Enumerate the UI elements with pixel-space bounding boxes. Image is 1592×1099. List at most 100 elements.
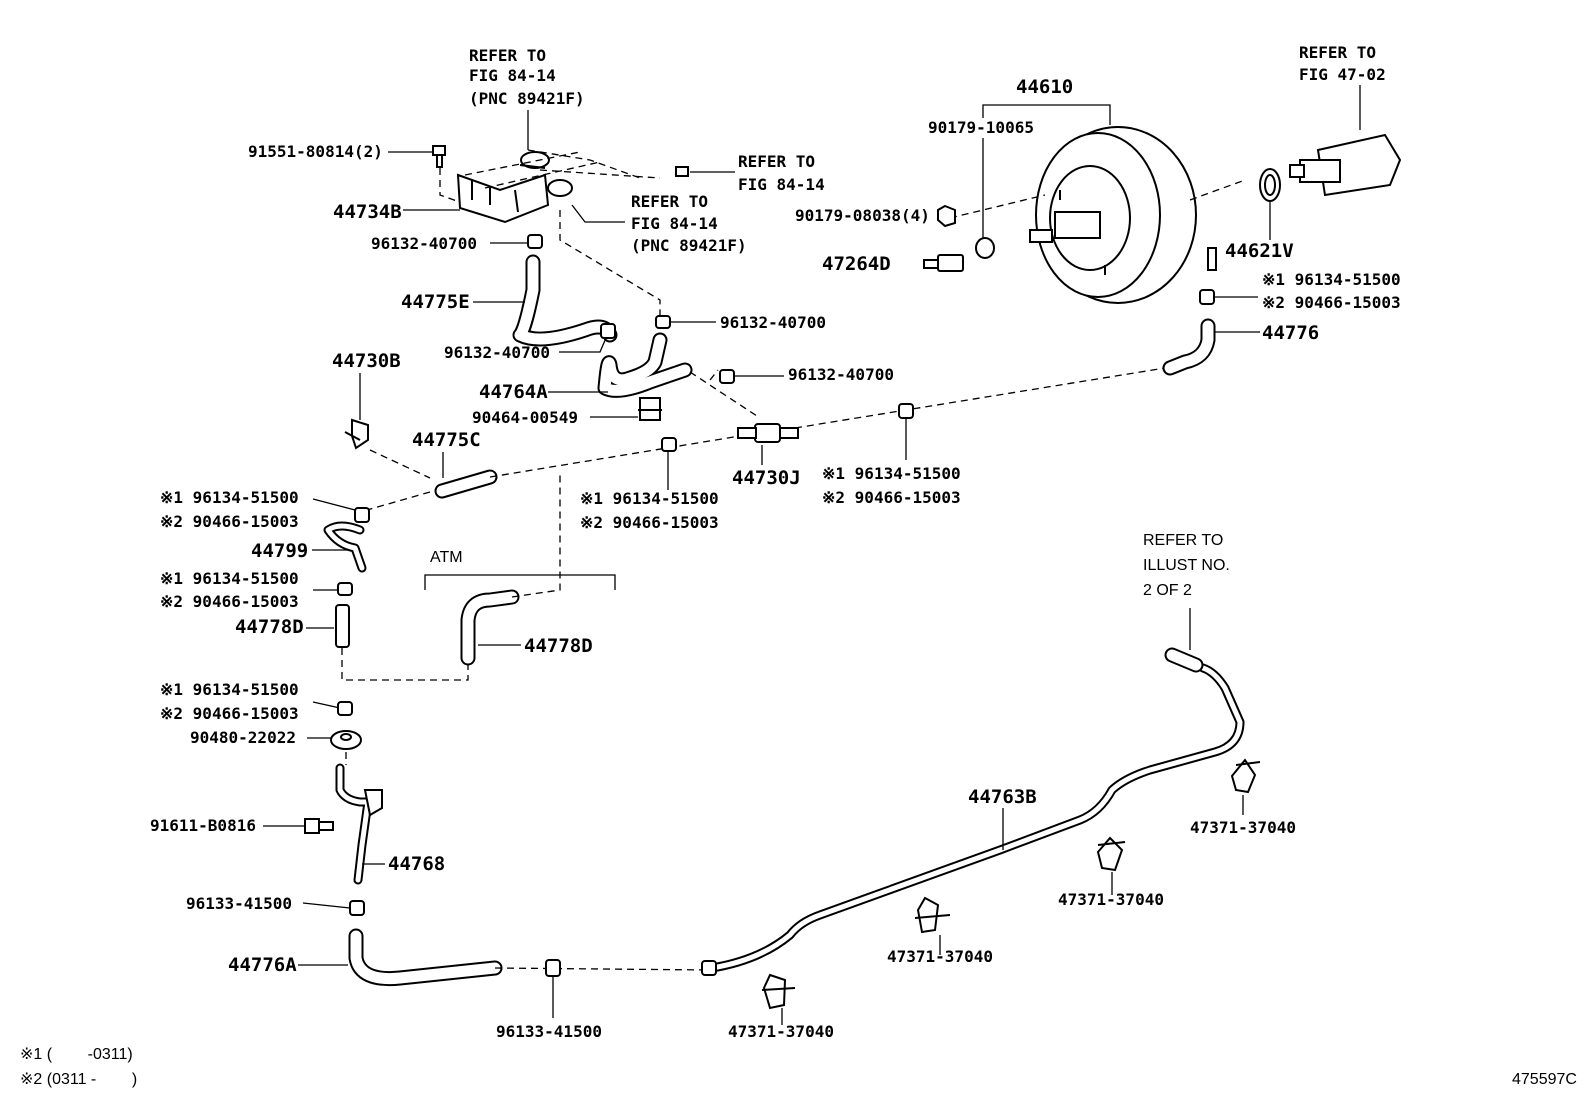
part-label-47371-d: 47371-37040 — [728, 1022, 834, 1041]
part-label-90464: 90464-00549 — [472, 408, 578, 427]
part-label-44610: 44610 — [1016, 76, 1073, 98]
part-label-44730B: 44730B — [332, 350, 401, 372]
illustration-id: 475597C — [1512, 1071, 1577, 1088]
clip-47371-a-icon — [1230, 758, 1261, 794]
refer-fig84-14-right: REFER TO FIG 84-14 — [738, 152, 825, 194]
part-label-91551: 91551-80814(2) — [248, 142, 383, 161]
variant-note-1: ※1 96134-51500 ※2 90466-15003 — [1262, 270, 1401, 312]
clip-44730B-drawing — [344, 418, 369, 450]
refer-fig84-14-top: REFER TO FIG 84-14 (PNC 89421F) — [469, 46, 585, 108]
part-label-96132-a: 96132-40700 — [371, 234, 477, 253]
svg-text:※2 90466-15003: ※2 90466-15003 — [580, 513, 719, 532]
part-label-90179-08038: 90179-08038(4) — [795, 206, 930, 225]
svg-text:(PNC 89421F): (PNC 89421F) — [631, 236, 747, 255]
part-label-44778D-left: 44778D — [235, 616, 304, 638]
svg-text:(PNC 89421F): (PNC 89421F) — [469, 89, 585, 108]
hose-44776A-drawing — [348, 928, 503, 987]
svg-text:ILLUST NO.: ILLUST NO. — [1143, 557, 1230, 574]
hose-44764A-drawing — [597, 332, 693, 398]
part-label-90179-10065: 90179-10065 — [928, 118, 1034, 137]
part-label-44799: 44799 — [251, 540, 308, 562]
svg-text:※2 90466-15003: ※2 90466-15003 — [160, 592, 299, 611]
clamp-icon — [545, 959, 561, 977]
part-label-96132-b: 96132-40700 — [720, 313, 826, 332]
svg-text:※1 96134-51500: ※1 96134-51500 — [160, 680, 299, 699]
pipe-44768-drawing — [335, 763, 383, 885]
part-label-44775E: 44775E — [401, 291, 470, 313]
variant-note-3: ※1 96134-51500 ※2 90466-15003 — [580, 489, 719, 532]
part-label-44775C: 44775C — [412, 429, 481, 451]
svg-text:※1 96134-51500: ※1 96134-51500 — [822, 464, 961, 483]
bolt-icon — [304, 818, 334, 834]
nut-icon — [937, 204, 956, 228]
washer-icon — [975, 237, 995, 259]
part-label-47371-a: 47371-37040 — [1190, 818, 1296, 837]
svg-text:※1 96134-51500: ※1 96134-51500 — [1262, 270, 1401, 289]
clamp-icon — [349, 900, 365, 916]
hose-44776-drawing — [1162, 318, 1216, 376]
part-label-44621V: 44621V — [1225, 240, 1294, 262]
bracket-44734B-drawing — [456, 151, 573, 224]
part-label-96133-bottom: 96133-41500 — [496, 1022, 602, 1041]
clamp-icon — [600, 323, 616, 339]
svg-text:2 OF 2: 2 OF 2 — [1143, 582, 1192, 599]
svg-text:REFER TO: REFER TO — [1143, 532, 1223, 549]
part-label-47264D: 47264D — [822, 253, 891, 275]
svg-text:FIG 47-02: FIG 47-02 — [1299, 65, 1386, 84]
brake-booster-drawing — [1029, 126, 1217, 304]
part-label-47371-b: 47371-37040 — [1058, 890, 1164, 909]
hose-44778D-left-drawing — [335, 604, 350, 648]
seal-44621V-icon — [1259, 168, 1281, 202]
part-label-47371-c: 47371-37040 — [887, 947, 993, 966]
clip-47371-d-icon — [761, 973, 796, 1010]
part-label-44730J: 44730J — [732, 467, 801, 489]
clamp-icon — [337, 582, 353, 596]
clip-90464-drawing — [638, 397, 662, 421]
part-label-96132-d: 96132-40700 — [788, 365, 894, 384]
clevis-47264D-drawing — [923, 254, 964, 272]
atm-label: ATM — [430, 549, 463, 566]
svg-text:※2 90466-15003: ※2 90466-15003 — [160, 704, 299, 723]
svg-text:※1 ( -0311): ※1 ( -0311) — [20, 1046, 133, 1063]
svg-text:REFER TO: REFER TO — [1299, 43, 1376, 62]
part-label-44763B: 44763B — [968, 786, 1037, 808]
svg-text:※1 96134-51500: ※1 96134-51500 — [160, 488, 299, 507]
part-label-96133-left: 96133-41500 — [186, 894, 292, 913]
pipe-44763B-drawing — [701, 663, 1245, 976]
bolt-icon — [675, 166, 689, 177]
svg-text:REFER TO: REFER TO — [738, 152, 815, 171]
hose-end-drawing — [1164, 647, 1204, 673]
hose-44775C-drawing — [434, 469, 498, 499]
variant-note-6: ※1 96134-51500 ※2 90466-15003 — [160, 680, 299, 723]
svg-text:※2 90466-15003: ※2 90466-15003 — [822, 488, 961, 507]
part-label-91611: 91611-B0816 — [150, 816, 256, 835]
part-label-44734B: 44734B — [333, 201, 402, 223]
svg-text:FIG 84-14: FIG 84-14 — [469, 66, 556, 85]
hose-44799-drawing — [323, 521, 367, 573]
clamp-icon — [655, 315, 671, 329]
svg-text:※2 90466-15003: ※2 90466-15003 — [1262, 293, 1401, 312]
clip-47371-b-icon — [1096, 836, 1126, 872]
part-label-44764A: 44764A — [479, 381, 548, 403]
part-label-44778D-atm: 44778D — [524, 635, 593, 657]
variant-note-2: ※1 96134-51500 ※2 90466-15003 — [160, 488, 299, 531]
refer-fig84-14-mid: REFER TO FIG 84-14 (PNC 89421F) — [631, 192, 747, 255]
hose-44778D-atm-drawing — [460, 589, 520, 666]
hose-44775E-drawing — [512, 254, 618, 347]
clamp-icon — [661, 437, 677, 452]
svg-text:※1 96134-51500: ※1 96134-51500 — [160, 569, 299, 588]
svg-text:※2 90466-15003: ※2 90466-15003 — [160, 512, 299, 531]
refer-fig47-02: REFER TO FIG 47-02 — [1299, 43, 1386, 84]
svg-text:FIG 84-14: FIG 84-14 — [738, 175, 825, 194]
clip-47371-c-icon — [914, 896, 951, 934]
clamp-icon — [898, 403, 914, 419]
master-cylinder-drawing — [1289, 133, 1402, 197]
footnotes: ※1 ( -0311) ※2 (0311 - ) — [20, 1046, 137, 1088]
part-label-90480: 90480-22022 — [190, 728, 296, 747]
clamp-icon — [337, 701, 353, 716]
bolt-icon — [432, 145, 446, 168]
variant-note-5: ※1 96134-51500 ※2 90466-15003 — [160, 569, 299, 611]
part-label-44768: 44768 — [388, 853, 445, 875]
svg-text:REFER TO: REFER TO — [469, 46, 546, 65]
